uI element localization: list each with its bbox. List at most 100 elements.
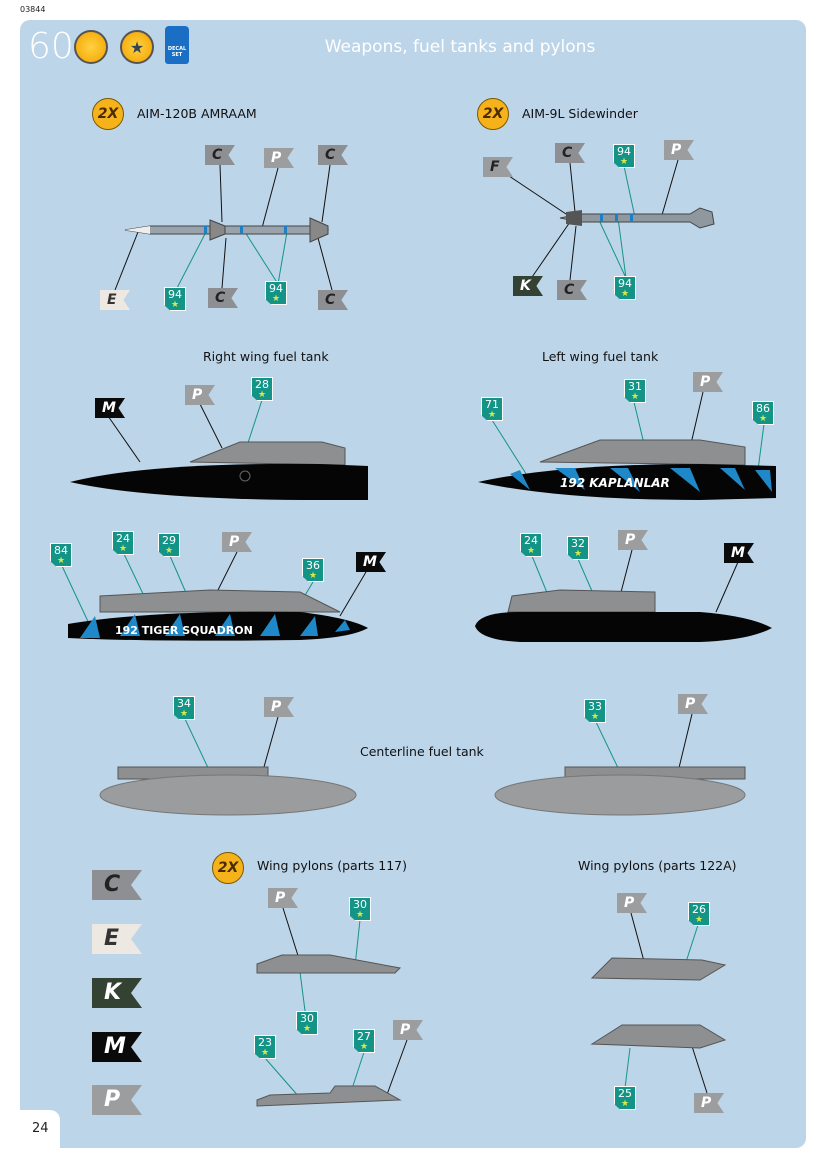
decal-number: 94	[269, 282, 283, 295]
decal-number: 24	[524, 534, 538, 547]
decal-number: 26	[692, 903, 706, 916]
decal-number: 86	[756, 402, 770, 415]
color-flag: M	[95, 398, 125, 418]
page-title: Weapons, fuel tanks and pylons	[324, 37, 596, 57]
star-icon: ★	[118, 544, 128, 554]
star-icon: ★	[271, 294, 281, 304]
right-tank-title: Right wing fuel tank	[203, 349, 329, 364]
star-icon: ★	[573, 549, 583, 559]
star-icon: ★	[630, 392, 640, 402]
color-flag: F	[483, 157, 513, 177]
kaplanlar-marking: 192 KAPLANLAR	[560, 476, 670, 490]
decal-callout: 28★	[251, 377, 273, 401]
color-flag: P	[678, 694, 708, 714]
color-flag: C	[205, 145, 235, 165]
star-icon: ★	[179, 709, 189, 719]
pylons	[256, 954, 727, 1107]
leader-lines	[107, 159, 739, 1101]
star-icon: ★	[620, 1099, 630, 1109]
color-flag: P	[618, 530, 648, 550]
star-icon: ★	[487, 410, 497, 420]
decal-number: 30	[353, 898, 367, 911]
paint-brush-icon	[74, 30, 108, 64]
page-tab	[0, 1110, 60, 1169]
star-icon: ★	[526, 546, 536, 556]
color-flag: P	[268, 888, 298, 908]
aim120-missile	[124, 217, 330, 243]
star-icon: ★	[56, 556, 66, 566]
decal-number: 34	[177, 697, 191, 710]
decal-callout: 31★	[624, 379, 646, 403]
star-icon: ★	[359, 1042, 369, 1052]
decal-number: 32	[571, 537, 585, 550]
decal-number: 33	[588, 700, 602, 713]
decal-callout: 94★	[164, 287, 186, 311]
decal-callout: 23★	[254, 1035, 276, 1059]
decal-callout: 24★	[520, 533, 542, 557]
star-icon: ★	[302, 1024, 312, 1034]
star-icon: ★	[620, 289, 630, 299]
decal-callout: 24★	[112, 531, 134, 555]
color-flag: C	[557, 280, 587, 300]
left-tank-bottom	[475, 589, 772, 642]
decal-number: 84	[54, 544, 68, 557]
color-flag: P	[393, 1020, 423, 1040]
centerline-title: Centerline fuel tank	[360, 744, 484, 759]
decal-number: 24	[116, 532, 130, 545]
left-tank-top	[478, 439, 776, 500]
star-icon: ★	[355, 910, 365, 920]
tiger-squadron-marking: 192 TIGER SQUADRON	[115, 624, 253, 637]
color-flag: P	[264, 148, 294, 168]
decal-callout: 33★	[584, 699, 606, 723]
pylons122-title: Wing pylons (parts 122A)	[578, 858, 737, 873]
right-tank-top	[70, 441, 368, 500]
color-flag: P	[617, 893, 647, 913]
decal-number: 31	[628, 380, 642, 393]
decal-callout: 27★	[353, 1029, 375, 1053]
color-flag: P	[693, 372, 723, 392]
decal-number: 71	[485, 398, 499, 411]
star-icon: ★	[308, 571, 318, 581]
star-icon: ★	[590, 712, 600, 722]
product-code: 03844	[20, 5, 46, 14]
star-icon: ★	[260, 1048, 270, 1058]
color-flag: E	[100, 290, 130, 310]
color-flag: C	[318, 145, 348, 165]
star-icon: ★	[694, 915, 704, 925]
aim120-title: AIM-120B AMRAAM	[137, 106, 257, 121]
decal-set-bottle-icon: DECAL SET	[165, 26, 189, 64]
step-number: 60	[28, 26, 74, 67]
decal-number: 23	[258, 1036, 272, 1049]
decal-callout: 94★	[265, 281, 287, 305]
decal-number: 36	[306, 559, 320, 572]
decal-number: 25	[618, 1087, 632, 1100]
decal-callout: 26★	[688, 902, 710, 926]
decal-number: 94	[618, 277, 632, 290]
pylons117-title: Wing pylons (parts 117)	[257, 858, 407, 873]
decal-callout: 30★	[349, 897, 371, 921]
color-flag: M	[356, 552, 386, 572]
color-flag: K	[513, 276, 543, 296]
right-tank-bottom	[68, 589, 368, 641]
page-number: 24	[32, 1121, 49, 1136]
aim9-missile	[559, 207, 715, 229]
star-icon: ★	[758, 414, 768, 424]
color-flag: C	[555, 143, 585, 163]
decal-number: 29	[162, 534, 176, 547]
color-flag: P	[222, 532, 252, 552]
star-icon: ★	[619, 157, 629, 167]
color-flag: P	[664, 140, 694, 160]
decal-number: 94	[617, 145, 631, 158]
color-flag: C	[208, 288, 238, 308]
decal-callout: 34★	[173, 696, 195, 720]
color-flag: P	[694, 1093, 724, 1113]
decal-callout: 25★	[614, 1086, 636, 1110]
decal-callout: 32★	[567, 536, 589, 560]
left-tank-title: Left wing fuel tank	[542, 349, 659, 364]
quantity-badge: 2X	[92, 98, 124, 130]
color-flag: C	[318, 290, 348, 310]
decal-callout: 29★	[158, 533, 180, 557]
star-icon: ★	[257, 390, 267, 400]
decal-callout: 84★	[50, 543, 72, 567]
aim9-title: AIM-9L Sidewinder	[522, 106, 638, 121]
